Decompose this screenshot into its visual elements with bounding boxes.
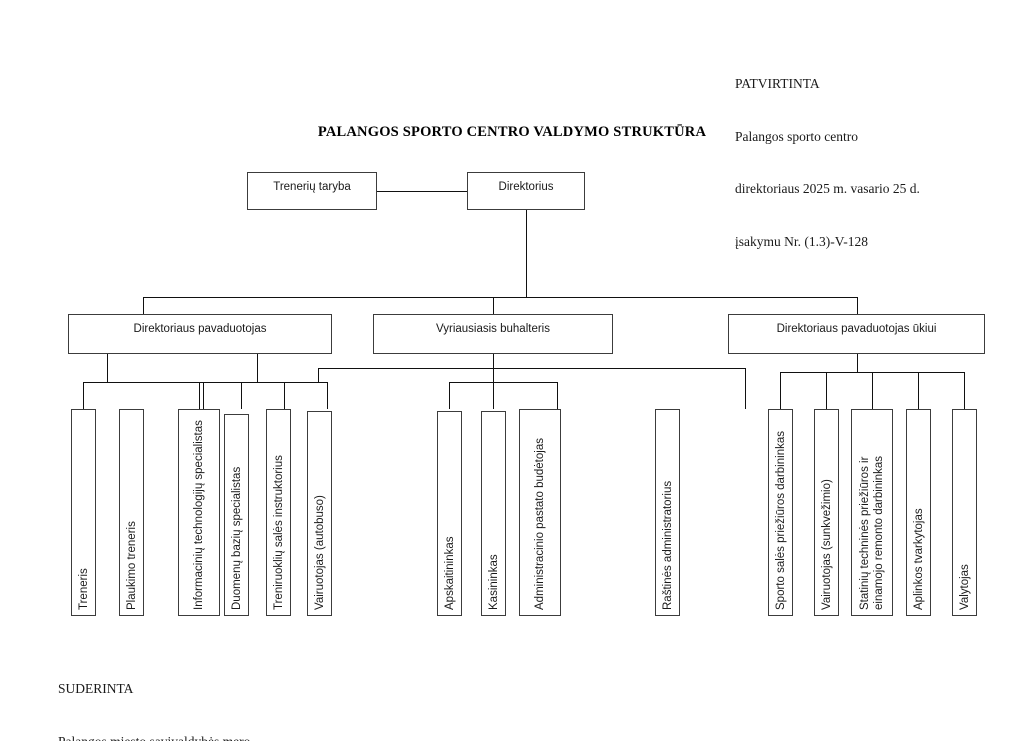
- node-kasininkas-label: Kasininkas: [488, 554, 500, 610]
- connector-bus-group-a: [83, 382, 203, 383]
- connector-drop-aplinkos-tvarkytojas: [918, 372, 919, 409]
- node-valytojas-label: Valytojas: [959, 564, 971, 610]
- node-vyriausiasis-buhalteris[interactable]: Vyriausiasis buhalteris: [373, 314, 613, 354]
- connector-drop-to-buhalteris: [493, 297, 494, 314]
- connector-level2-bus: [143, 297, 857, 298]
- node-treneriu-taryba-label: Trenerių taryba: [273, 181, 351, 193]
- node-administracinio-pastato-budetojas[interactable]: Administracinio pastato budėtojas: [519, 409, 561, 616]
- patvirtinta-line-3: direktoriaus 2025 m. vasario 25 d.: [735, 181, 920, 196]
- connector-buhalteris-stem-lower: [493, 368, 494, 382]
- connector-drop-duomenu-baziu: [241, 382, 242, 409]
- node-kasininkas[interactable]: Kasininkas: [481, 411, 506, 616]
- node-vairuotojas-sunkvezimio-label: Vairuotojas (sunkvežimio): [821, 479, 833, 610]
- node-vyriausiasis-buhalteris-label: Vyriausiasis buhalteris: [436, 323, 550, 335]
- page-title: PALANGOS SPORTO CENTRO VALDYMO STRUKTŪRA: [317, 124, 707, 140]
- patvirtinta-line-4: įsakymu Nr. (1.3)-V-128: [735, 233, 868, 249]
- node-direktorius[interactable]: Direktorius: [467, 172, 585, 210]
- suderinta-block: SUDERINTA Palangos miesto savivaldybės m…: [58, 645, 250, 741]
- node-direktoriaus-pavaduotojas[interactable]: Direktoriaus pavaduotojas: [68, 314, 332, 354]
- node-plaukimo-treneris[interactable]: Plaukimo treneris: [119, 409, 144, 616]
- connector-drop-apskaitininkas: [449, 382, 450, 409]
- node-treneriu-taryba[interactable]: Trenerių taryba: [247, 172, 377, 210]
- node-treniruokliu-sales-instruktorius-label: Treniruoklių salės instruktorius: [273, 455, 285, 610]
- connector-buhalteris-stem: [493, 354, 494, 368]
- connector-drop-sporto-sales: [780, 372, 781, 409]
- node-duomenu-baziu-specialistas-label: Duomenų bazių specialistas: [231, 466, 243, 610]
- node-vairuotojas-autobuso-label: Vairuotojas (autobuso): [314, 495, 326, 610]
- suderinta-line-2: Palangos miesto savivaldybės mero: [58, 733, 251, 741]
- connector-direktorius-stem: [526, 210, 527, 297]
- patvirtinta-block: PATVIRTINTA Palangos sporto centro direk…: [735, 40, 920, 285]
- node-sporto-sales-prieziuros-darbininkas[interactable]: Sporto salės priežiūros darbininkas: [768, 409, 793, 616]
- connector-drop-plaukimo-treneris: [203, 382, 204, 409]
- node-aplinkos-tvarkytojas-label: Aplinkos tvarkytojas: [913, 508, 925, 610]
- connector-pavaduotojas-stem-a: [107, 354, 108, 382]
- connector-ukiui-stem: [857, 354, 858, 372]
- connector-bus-buhalteris-group: [449, 382, 557, 383]
- node-rastines-administratorius-label: Raštinės administratorius: [662, 480, 674, 610]
- node-treneris[interactable]: Treneris: [71, 409, 96, 616]
- node-valytojas[interactable]: Valytojas: [952, 409, 977, 616]
- node-plaukimo-treneris-label: Plaukimo treneris: [126, 521, 138, 610]
- node-rastines-administratorius[interactable]: Raštinės administratorius: [655, 409, 680, 616]
- patvirtinta-line-1: PATVIRTINTA: [735, 76, 820, 91]
- node-direktorius-label: Direktorius: [498, 181, 554, 193]
- suderinta-line-1: SUDERINTA: [58, 681, 134, 696]
- node-statiniu-prieziuros-darbininkas-label: Statinių techninės priežiūros ir einamoj…: [859, 455, 885, 610]
- patvirtinta-line-2: Palangos sporto centro: [735, 128, 858, 144]
- node-administracinio-pastato-budetojas-label: Administracinio pastato budėtojas: [534, 438, 546, 610]
- connector-drop-valytojas: [964, 372, 965, 409]
- node-apskaitininkas-label: Apskaitininkas: [444, 536, 456, 610]
- node-it-specialistas-label: Informacinių technologijų specialistas: [193, 420, 205, 610]
- connector-drop-it-specialistas: [199, 382, 200, 409]
- connector-drop-treniruokliu: [284, 382, 285, 409]
- node-direktoriaus-pavaduotojas-ukiui-label: Direktoriaus pavaduotojas ūkiui: [776, 323, 937, 335]
- node-duomenu-baziu-specialistas[interactable]: Duomenų bazių specialistas: [224, 414, 249, 616]
- connector-drop-to-pavaduotojas: [143, 297, 144, 314]
- connector-buhalteris-bus-left-end: [318, 368, 319, 382]
- node-statiniu-prieziuros-darbininkas[interactable]: Statinių techninės priežiūros ir einamoj…: [851, 409, 893, 616]
- connector-pavaduotojas-stem-b: [257, 354, 258, 382]
- node-vairuotojas-sunkvezimio[interactable]: Vairuotojas (sunkvežimio): [814, 409, 839, 616]
- connector-drop-vairuotojas-autobuso: [327, 382, 328, 409]
- node-aplinkos-tvarkytojas[interactable]: Aplinkos tvarkytojas: [906, 409, 931, 616]
- connector-drop-vairuotojas-sunkvezimio: [826, 372, 827, 409]
- node-treniruokliu-sales-instruktorius[interactable]: Treniruoklių salės instruktorius: [266, 409, 291, 616]
- connector-taryba-to-direktorius: [377, 191, 467, 192]
- connector-drop-treneris: [83, 382, 84, 409]
- connector-drop-kasininkas: [493, 382, 494, 409]
- node-direktoriaus-pavaduotojas-label: Direktoriaus pavaduotojas: [133, 323, 267, 335]
- connector-bus-group-b: [199, 382, 327, 383]
- node-direktoriaus-pavaduotojas-ukiui[interactable]: Direktoriaus pavaduotojas ūkiui: [728, 314, 985, 354]
- connector-buhalteris-wide-bus: [318, 368, 745, 369]
- connector-drop-statiniu-prieziuros: [872, 372, 873, 409]
- connector-drop-to-pavaduotojas-ukiui: [857, 297, 858, 314]
- node-sporto-sales-prieziuros-darbininkas-label: Sporto salės priežiūros darbininkas: [775, 431, 787, 610]
- connector-drop-rastines-administratorius: [745, 368, 746, 409]
- node-it-specialistas[interactable]: Informacinių technologijų specialistas: [178, 409, 220, 616]
- node-treneris-label: Treneris: [78, 568, 90, 610]
- node-apskaitininkas[interactable]: Apskaitininkas: [437, 411, 462, 616]
- connector-drop-administracinio-budetojas: [557, 382, 558, 409]
- node-vairuotojas-autobuso[interactable]: Vairuotojas (autobuso): [307, 411, 332, 616]
